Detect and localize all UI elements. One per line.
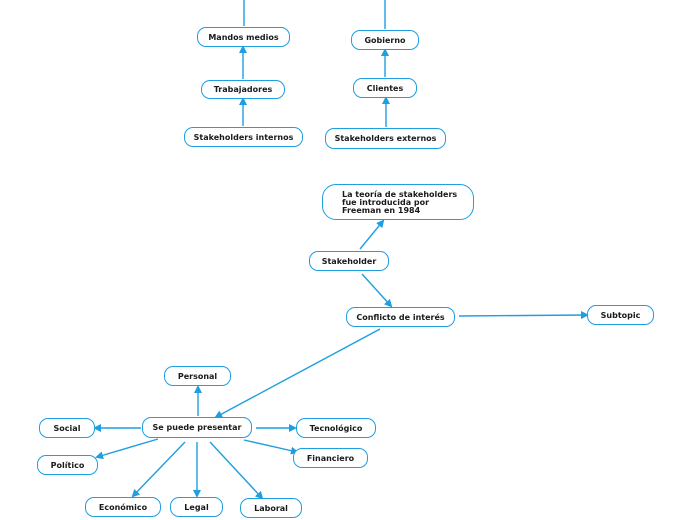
node-conflicto-de-interes[interactable]: Conflicto de interés	[346, 307, 455, 327]
node-gobierno[interactable]: Gobierno	[351, 30, 419, 50]
connector-stakeholder-teoria	[359, 219, 385, 250]
node-financiero[interactable]: Financiero	[293, 448, 368, 468]
connector-presentar-laboral	[209, 441, 264, 500]
node-stakeholder[interactable]: Stakeholder	[309, 251, 389, 271]
node-trabajadores[interactable]: Trabajadores	[201, 80, 285, 99]
connector-presentar-financiero	[243, 439, 299, 455]
connector-stakeholder-conflicto	[361, 273, 393, 308]
node-laboral[interactable]: Laboral	[240, 498, 302, 518]
connector-presentar-politico	[95, 438, 159, 460]
connector-presentar-economico	[131, 441, 186, 498]
node-mandos-medios[interactable]: Mandos medios	[197, 27, 290, 47]
node-clientes[interactable]: Clientes	[353, 78, 417, 98]
node-politico[interactable]: Político	[37, 455, 98, 475]
connector-conflicto-subtopic	[458, 311, 589, 320]
connector-conflicto-presentar	[214, 328, 381, 418]
node-social[interactable]: Social	[39, 418, 95, 438]
node-personal[interactable]: Personal	[164, 366, 231, 386]
node-legal[interactable]: Legal	[170, 497, 223, 517]
node-subtopic[interactable]: Subtopic	[587, 305, 654, 325]
node-stakeholders-externos[interactable]: Stakeholders externos	[325, 128, 446, 149]
node-economico[interactable]: Económico	[85, 497, 161, 517]
node-se-puede-presentar[interactable]: Se puede presentar	[142, 417, 252, 438]
node-teoria[interactable]: La teoría de stakeholders fue introducid…	[322, 184, 474, 220]
node-tecnologico[interactable]: Tecnológico	[296, 418, 376, 438]
node-stakeholders-internos[interactable]: Stakeholders internos	[184, 127, 303, 147]
